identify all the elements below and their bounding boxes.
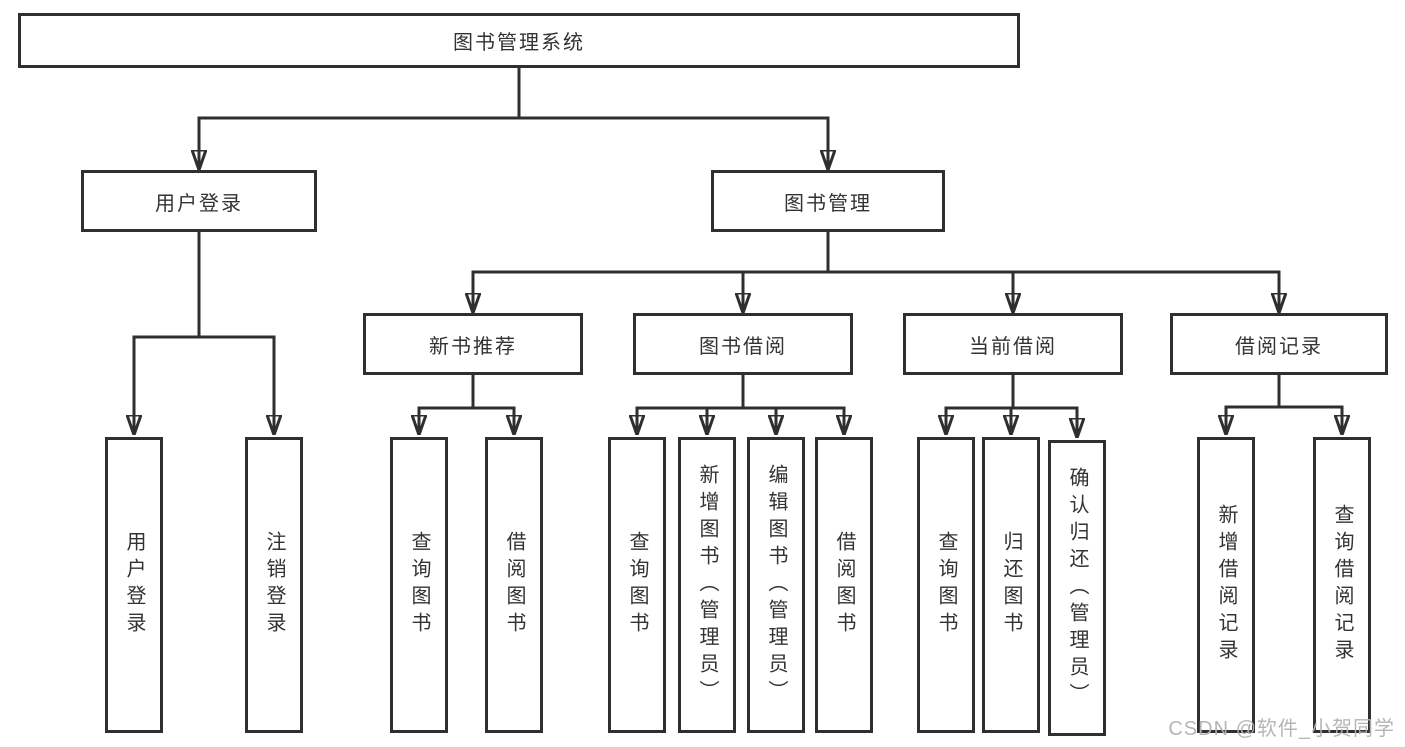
leaf-borrow-books: 借阅图书 — [815, 437, 873, 733]
leaf-query-books-recommend: 查询图书 — [390, 437, 448, 733]
leaf-return-books-label: 归还图书 — [1000, 531, 1022, 639]
leaf-query-books-current-label: 查询图书 — [935, 531, 957, 639]
node-root-label: 图书管理系统 — [453, 32, 585, 54]
leaf-edit-books-admin: 编辑图书（管理员） — [747, 437, 805, 733]
node-book-borrow: 图书借阅 — [633, 313, 853, 375]
node-current-borrow: 当前借阅 — [903, 313, 1123, 375]
node-book-borrow-label: 图书借阅 — [699, 335, 787, 358]
leaf-borrow-books-recommend: 借阅图书 — [485, 437, 543, 733]
node-user-login-label: 用户登录 — [155, 192, 243, 215]
leaf-confirm-return-admin-label: 确认归还（管理员） — [1066, 466, 1088, 710]
node-user-login: 用户登录 — [81, 170, 317, 232]
leaf-add-books-admin-label: 新增图书（管理员） — [696, 463, 718, 707]
leaf-borrow-books-recommend-label: 借阅图书 — [503, 531, 525, 639]
leaf-query-borrow-record: 查询借阅记录 — [1313, 437, 1371, 733]
leaf-add-borrow-record: 新增借阅记录 — [1197, 437, 1255, 733]
node-borrow-records-label: 借阅记录 — [1235, 335, 1323, 358]
leaf-query-books-recommend-label: 查询图书 — [408, 531, 430, 639]
leaf-confirm-return-admin: 确认归还（管理员） — [1048, 440, 1106, 736]
node-new-book-recommend: 新书推荐 — [363, 313, 583, 375]
leaf-add-books-admin: 新增图书（管理员） — [678, 437, 736, 733]
leaf-logout-label: 注销登录 — [263, 531, 285, 639]
leaf-return-books: 归还图书 — [982, 437, 1040, 733]
node-book-management: 图书管理 — [711, 170, 945, 232]
leaf-query-borrow-record-label: 查询借阅记录 — [1331, 504, 1353, 666]
node-new-book-recommend-label: 新书推荐 — [429, 335, 517, 358]
csdn-watermark: CSDN @软件_小贺同学 — [1168, 718, 1395, 740]
node-borrow-records: 借阅记录 — [1170, 313, 1388, 375]
leaf-query-books-borrow-label: 查询图书 — [626, 531, 648, 639]
leaf-borrow-books-label: 借阅图书 — [833, 531, 855, 639]
leaf-add-borrow-record-label: 新增借阅记录 — [1215, 504, 1237, 666]
leaf-query-books-borrow: 查询图书 — [608, 437, 666, 733]
node-current-borrow-label: 当前借阅 — [969, 335, 1057, 358]
leaf-user-login-label: 用户登录 — [123, 531, 145, 639]
node-book-management-label: 图书管理 — [784, 192, 872, 215]
node-root: 图书管理系统 — [18, 13, 1020, 68]
leaf-query-books-current: 查询图书 — [917, 437, 975, 733]
leaf-logout: 注销登录 — [245, 437, 303, 733]
leaf-edit-books-admin-label: 编辑图书（管理员） — [765, 463, 787, 707]
leaf-user-login: 用户登录 — [105, 437, 163, 733]
